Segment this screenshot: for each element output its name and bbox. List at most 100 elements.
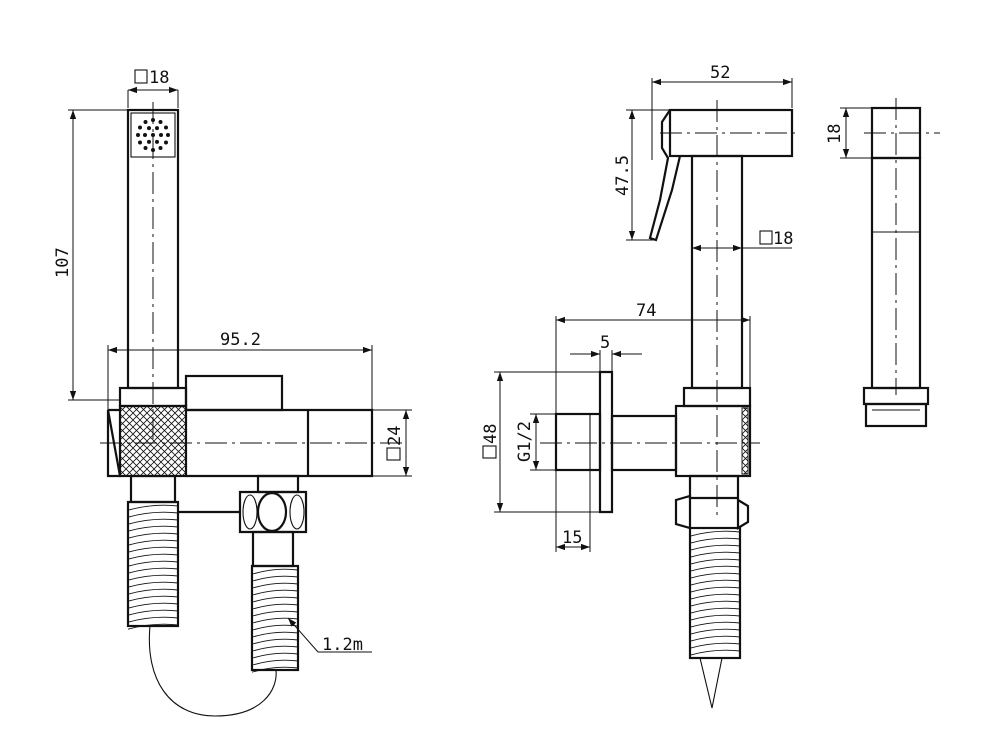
- hose-coil: [689, 558, 741, 565]
- outlet-connector: [178, 474, 308, 568]
- hose-coil: [251, 603, 299, 610]
- nozzle-hole: [138, 140, 143, 145]
- hose-coil: [251, 631, 299, 638]
- hose-coil: [251, 666, 299, 673]
- nozzle-hole: [147, 139, 151, 144]
- dim-head-square: 18: [149, 68, 169, 88]
- hose-coil: [689, 628, 741, 635]
- hose-coil: [689, 593, 741, 600]
- front-view: [100, 102, 405, 717]
- hose-loop: [148, 625, 277, 717]
- hose-coil: [689, 600, 741, 607]
- front-dimensions: 18 107 95.2 24 1.2m: [53, 68, 412, 655]
- dim-spray-height: 107: [53, 247, 73, 278]
- nozzle-hole: [155, 139, 159, 144]
- side-view: [540, 100, 800, 709]
- hose-coil: [127, 525, 179, 532]
- nozzle-hole: [143, 145, 148, 150]
- nozzle-hole: [138, 125, 143, 130]
- hose-coil: [127, 581, 179, 588]
- dim-hose-length: 1.2m: [322, 635, 363, 655]
- hose-coil: [251, 596, 299, 603]
- side-hose-fitting: [674, 474, 750, 530]
- dim-lever-height: 47.5: [613, 155, 633, 196]
- nozzle-hole: [158, 120, 163, 125]
- hose-coil: [127, 539, 179, 546]
- dim-handle-square: 18: [773, 229, 793, 249]
- hose-coil: [689, 537, 741, 544]
- handle-view: [862, 98, 940, 428]
- hose-coil: [127, 553, 179, 560]
- hose-coil: [251, 582, 299, 589]
- hose-coil: [251, 638, 299, 645]
- hose-coil: [689, 565, 741, 572]
- nozzle-hole: [155, 126, 159, 131]
- hose-left: [126, 500, 180, 630]
- hose-coil: [127, 588, 179, 595]
- dim-thread: G1/2: [515, 421, 535, 462]
- nozzle-hole: [147, 126, 151, 131]
- back-plate: [184, 374, 284, 412]
- side-hose: [688, 526, 742, 709]
- hose-coil: [127, 511, 179, 518]
- hose-coil: [689, 635, 741, 642]
- dim-plate-square: 48: [481, 424, 501, 444]
- hose-coil: [689, 544, 741, 551]
- hose-coil: [689, 642, 741, 649]
- hose-coil: [251, 610, 299, 617]
- hose-coil: [127, 602, 179, 609]
- hose-coil: [127, 595, 179, 602]
- nozzle-hole: [151, 133, 155, 137]
- hose-coil: [251, 659, 299, 666]
- hose-coil: [127, 616, 179, 623]
- side-dimensions: 52 47.5 18 74 5 48 G1/2: [481, 63, 793, 552]
- hose-coil: [251, 624, 299, 631]
- nozzle-hole: [143, 133, 147, 137]
- dim-plate-thickness: 5: [600, 333, 610, 353]
- hose-coil: [127, 609, 179, 616]
- hose-coil: [689, 551, 741, 558]
- nozzle-hole: [163, 140, 168, 145]
- hose-coil: [251, 645, 299, 652]
- hose-coil: [127, 623, 179, 630]
- hose-coil: [127, 567, 179, 574]
- hose-coil: [689, 649, 741, 656]
- dim-bracket-depth: 74: [636, 301, 656, 321]
- knurled-nut: [118, 404, 188, 478]
- dim-spray-width: 52: [710, 63, 730, 83]
- hose-coil: [251, 568, 299, 575]
- hose-coil: [127, 546, 179, 553]
- nozzle-hole: [158, 145, 163, 150]
- nozzle-hole: [143, 120, 148, 125]
- hose-coil: [127, 560, 179, 567]
- lever: [648, 109, 682, 242]
- hose-coil: [251, 575, 299, 582]
- side-knurled-nut: [674, 404, 752, 478]
- nozzle-hole: [136, 133, 140, 137]
- handle-thread-right: [864, 402, 928, 428]
- dim-thread-length: 15: [562, 528, 582, 548]
- hose-fitting-left: [129, 474, 177, 504]
- nozzle-hole: [159, 133, 163, 137]
- hose-coil: [689, 530, 741, 537]
- hose-coil: [251, 617, 299, 624]
- hose-right: [250, 564, 300, 673]
- hose-coil: [689, 572, 741, 579]
- hose-coil: [251, 652, 299, 659]
- hose-coil: [689, 614, 741, 621]
- hose-coil: [127, 504, 179, 511]
- hose-coil: [689, 579, 741, 586]
- hose-coil: [689, 586, 741, 593]
- dim-body-square: 24: [385, 426, 405, 446]
- hose-coil: [127, 518, 179, 525]
- hose-coil: [689, 607, 741, 614]
- hose-coil: [127, 574, 179, 581]
- wall-plate: [598, 370, 614, 514]
- thread-stub: [554, 412, 602, 472]
- handle-dimensions: 18: [825, 107, 872, 159]
- nozzle-hole: [163, 125, 168, 130]
- hose-coil: [689, 621, 741, 628]
- dim-side-square: 18: [825, 124, 845, 144]
- hose-coil: [251, 589, 299, 596]
